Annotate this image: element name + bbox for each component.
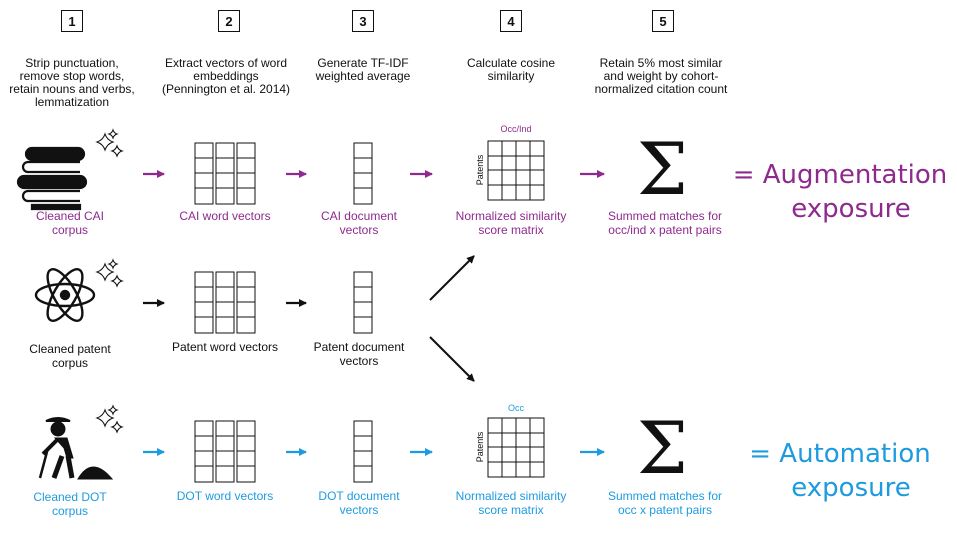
cai-matrix-column-label: Occ/Ind [500,124,532,134]
step-4-number: 4 [500,10,522,32]
dot-similarity-matrix [487,417,545,478]
step-1-description: Strip punctuation,remove stop words,reta… [9,56,135,109]
cai-word-vectors-grid [194,142,256,205]
patent-document-vector [353,271,373,334]
cai-document-vector [353,142,373,205]
cai-word-vectors-label: CAI word vectors [179,209,271,223]
patent-word-vectors-label: Patent word vectors [171,340,279,354]
step-5-number: 5 [652,10,674,32]
step-1-number: 1 [61,10,83,32]
dot-document-vector [353,420,373,483]
sparkle-icon [95,128,124,158]
sparkle-icon [95,258,124,288]
dot-matrix-row-label: Patents [475,431,485,463]
dot-sum-symbol: Σ [637,406,688,490]
dot-word-vectors-label: DOT word vectors [176,489,274,503]
patent-word-vectors-grid [194,271,256,334]
dot-matrix-column-label: Occ [507,403,524,413]
sparkle-icon [95,404,124,434]
cai-matrix-row-label: Patents [475,154,485,186]
cai-similarity-matrix [487,140,545,201]
cai-sum-symbol: Σ [637,127,688,211]
books-icon [16,146,88,211]
atom-icon [34,268,96,322]
dot-word-vectors-grid [194,420,256,483]
step-3-number: 3 [352,10,374,32]
step-2-number: 2 [218,10,240,32]
worker-digging-icon [38,417,114,480]
